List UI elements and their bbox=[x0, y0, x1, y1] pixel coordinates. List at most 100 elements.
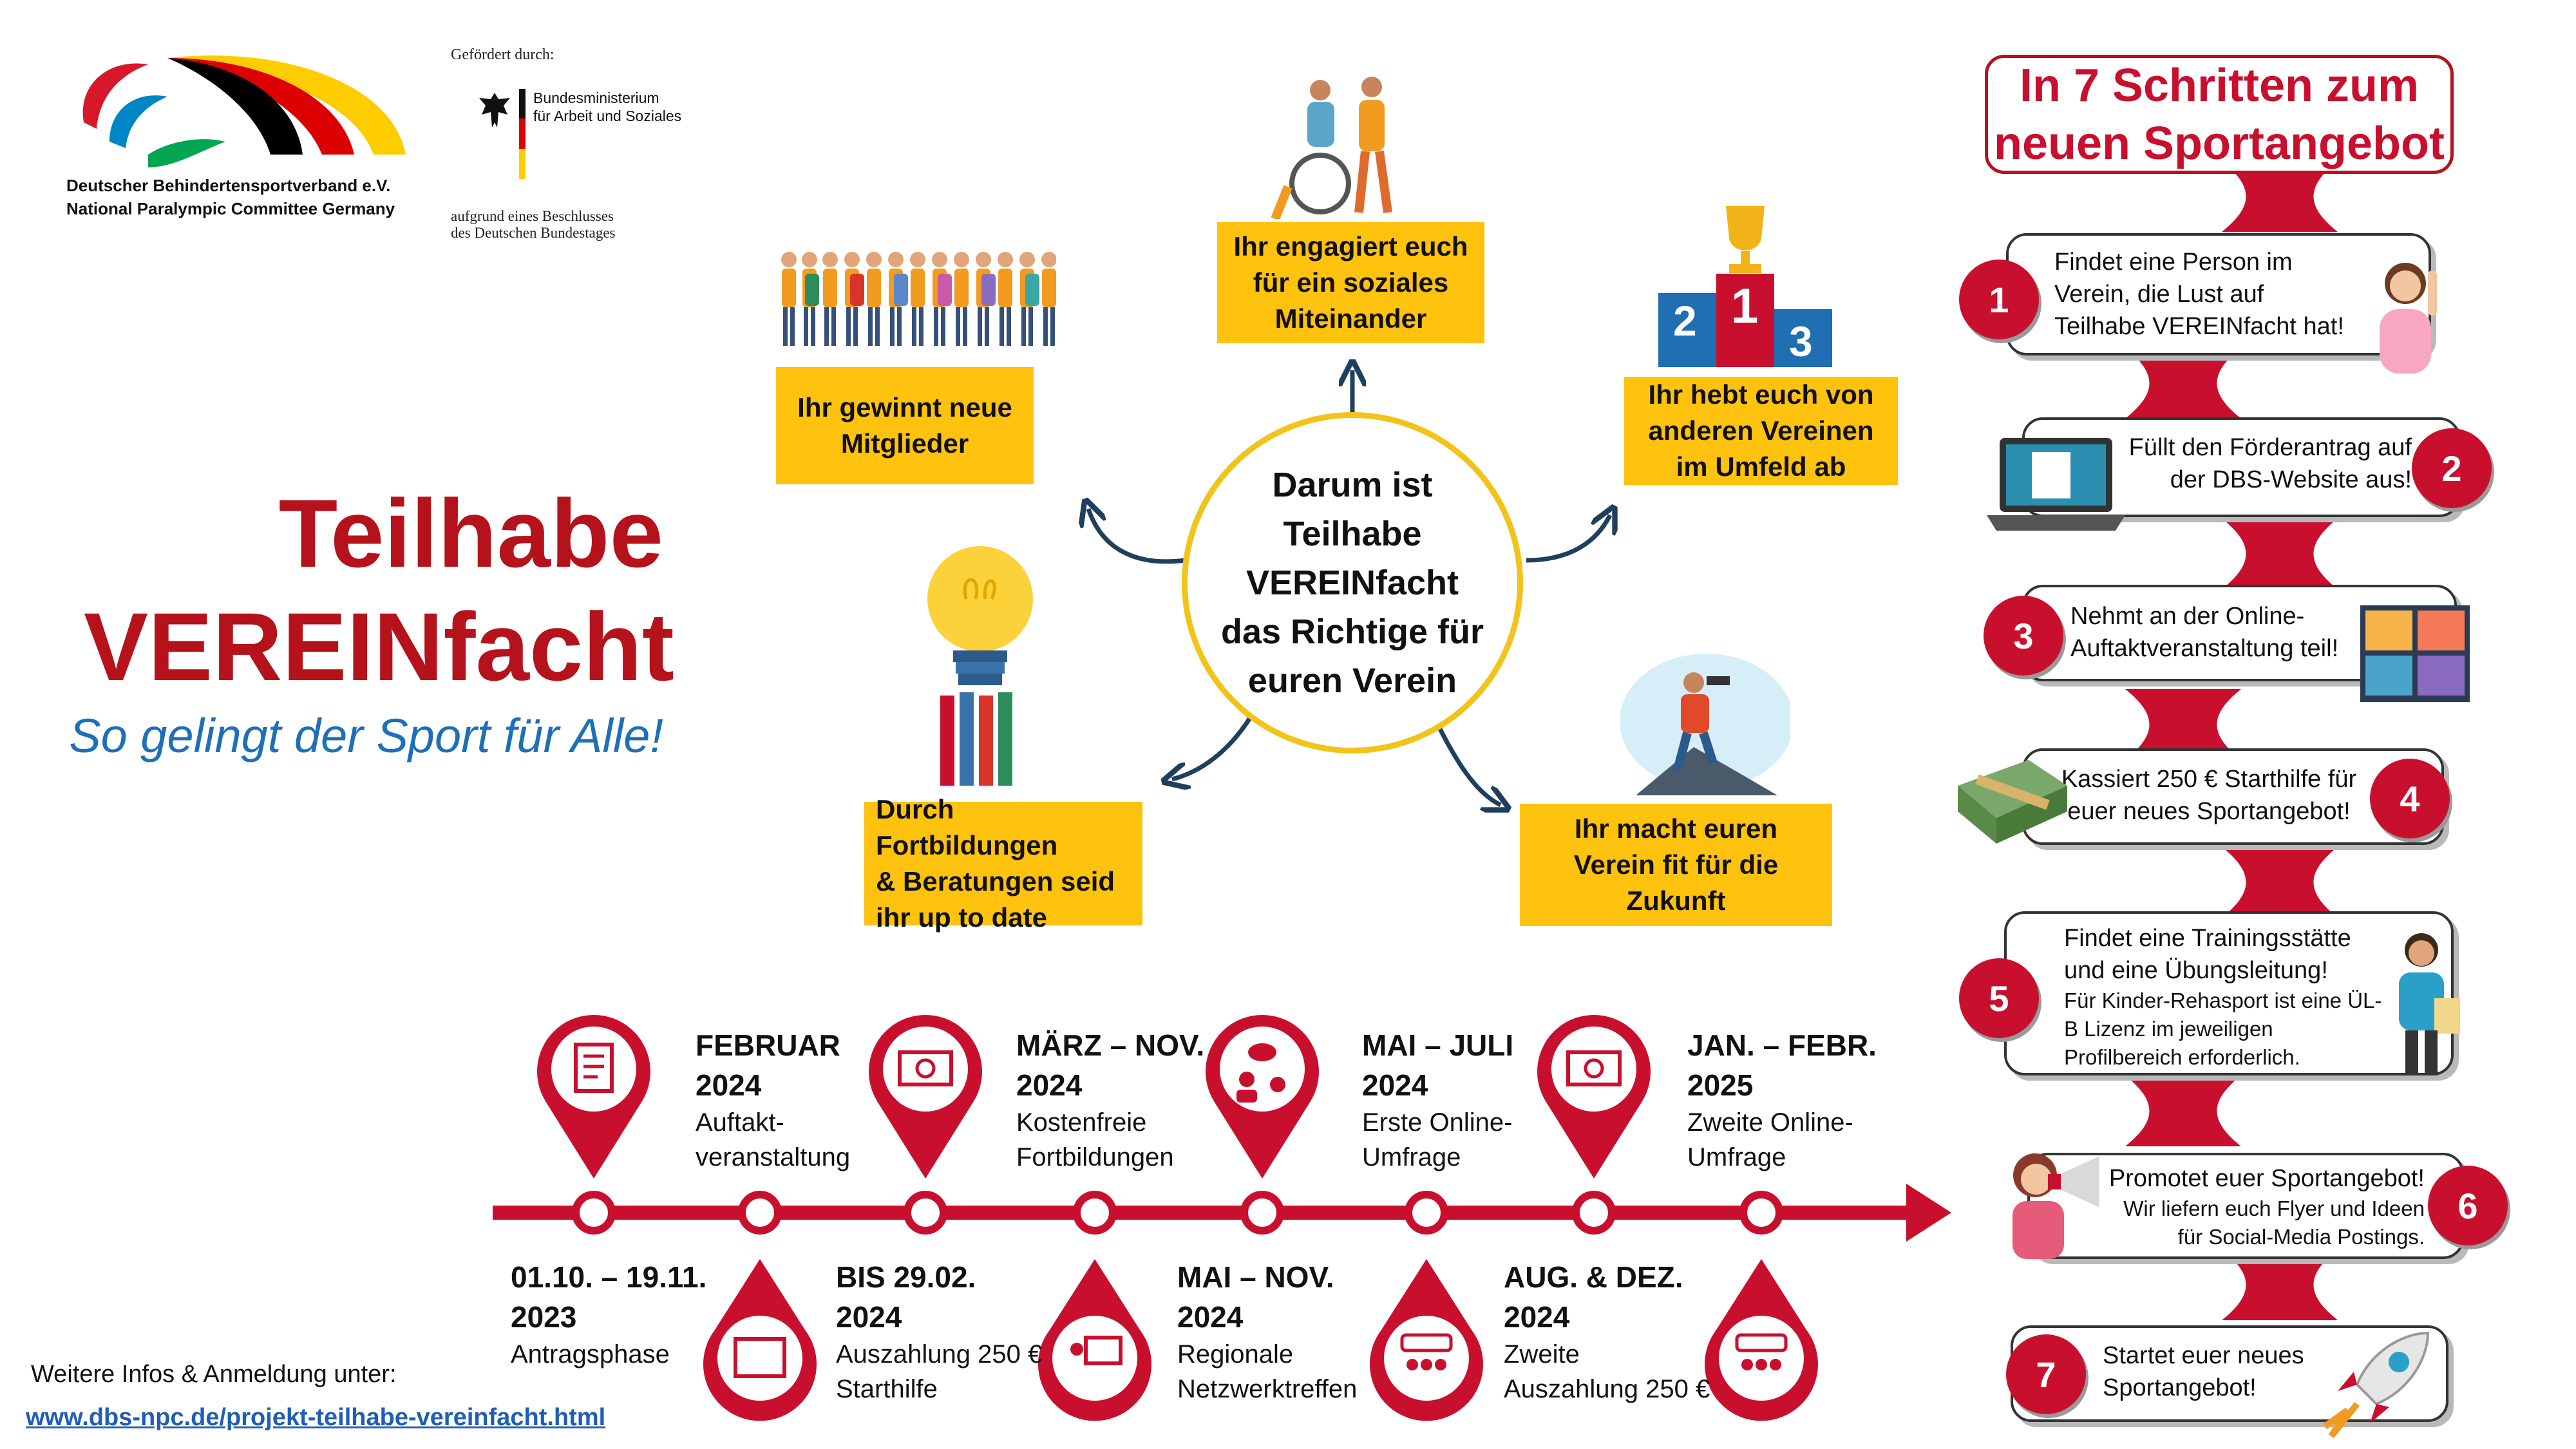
event-year: 2024 bbox=[696, 1068, 762, 1102]
steps-title-line2: neuen Sportangebot bbox=[1994, 117, 2445, 169]
page-subtitle: So gelingt der Sport für Alle! bbox=[69, 709, 663, 762]
arrow-upper-right bbox=[1526, 515, 1610, 563]
event-year: 2025 bbox=[1687, 1068, 1754, 1102]
title-line1: Teilhabe bbox=[278, 479, 663, 587]
step-2-number: 2 bbox=[2412, 428, 2492, 508]
benefit-3-line3: im Umfeld ab bbox=[1676, 451, 1846, 482]
rocket-icon bbox=[2318, 1320, 2441, 1443]
drop-presentation bbox=[1038, 1259, 1151, 1421]
dbs-logo bbox=[71, 45, 412, 167]
step-4-number: 4 bbox=[2370, 759, 2450, 838]
step-7-text: Startet euer neues Sportangebot! bbox=[2103, 1340, 2304, 1404]
step-7-number: 7 bbox=[2006, 1334, 2086, 1414]
event-year: 2024 bbox=[1177, 1300, 1244, 1334]
step-5-line2: und eine Übungsleitung! bbox=[2064, 957, 2328, 984]
benefit-social-engagement: Ihr engagiert euch für ein soziales Mite… bbox=[1217, 222, 1484, 343]
benefit-4-line2: & Beratungen seid bbox=[876, 866, 1115, 896]
footer-label: Weitere Infos & Anmeldung unter: bbox=[31, 1361, 397, 1388]
wheelchair-illustration bbox=[1269, 71, 1417, 221]
center-line4: das Richtige für bbox=[1220, 612, 1484, 651]
event-desc: Umfrage bbox=[1362, 1143, 1461, 1171]
pin-money-2 bbox=[1537, 1014, 1651, 1179]
pin-chat bbox=[1206, 1014, 1319, 1179]
benefit-5-line1: Ihr macht euren bbox=[1574, 813, 1778, 844]
benefit-3-line2: anderen Vereinen bbox=[1648, 415, 1874, 446]
step-4-line2: euer neues Sportangebot! bbox=[2067, 798, 2351, 825]
step-2-line2: der DBS-Website aus! bbox=[2170, 466, 2412, 493]
event-date: MAI – NOV. bbox=[1177, 1260, 1334, 1294]
event-date: MAI – JULI bbox=[1362, 1028, 1514, 1062]
step-6-card bbox=[2027, 1153, 2464, 1259]
people-group-illustration bbox=[779, 248, 1057, 361]
timeline-event-survey-1: MAI – JULI 2024 Erste Online- Umfrage bbox=[1362, 1025, 1513, 1175]
pin-money bbox=[869, 1014, 982, 1179]
event-year: 2023 bbox=[511, 1300, 577, 1334]
event-desc: Umfrage bbox=[1687, 1143, 1786, 1171]
step-5-note3: Profilbereich erforderlich. bbox=[2064, 1045, 2300, 1069]
money-stack-icon bbox=[1951, 747, 2074, 850]
benefit-5-line3: Zukunft bbox=[1626, 886, 1726, 916]
event-desc: Fortbildungen bbox=[1016, 1143, 1174, 1171]
step-7-line2: Sportangebot! bbox=[2103, 1374, 2257, 1401]
step-5-number: 5 bbox=[1959, 958, 2039, 1038]
step-1-number: 1 bbox=[1959, 260, 2039, 339]
benefit-2-line3: Miteinander bbox=[1274, 303, 1427, 334]
step-2-text: Füllt den Förderantrag auf der DBS-Websi… bbox=[2109, 431, 2412, 496]
german-flag-stripe bbox=[519, 89, 526, 179]
benefit-up-to-date: Durch Fortbildungen & Beratungen seid ih… bbox=[864, 794, 1142, 933]
step-1-line3: Teilhabe VEREINfacht hat! bbox=[2054, 313, 2344, 340]
step-5-note1: Für Kinder-Rehasport ist eine ÜL- bbox=[2064, 989, 2382, 1012]
step-1-text: Findet eine Person im Verein, die Lust a… bbox=[2054, 246, 2344, 343]
ministry-name-line2: für Arbeit und Soziales bbox=[533, 108, 682, 124]
step-6-text: Promotet euer Sportangebot! Wir liefern … bbox=[2087, 1162, 2425, 1251]
center-line5: euren Verein bbox=[1247, 661, 1457, 700]
step-6-number: 6 bbox=[2428, 1166, 2508, 1245]
title-line2: VEREINfacht bbox=[84, 592, 674, 701]
project-link[interactable]: www.dbs-npc.de/projekt-teilhabe-vereinfa… bbox=[26, 1404, 606, 1431]
step-1-card bbox=[2006, 233, 2431, 355]
event-date: MÄRZ – NOV. bbox=[1016, 1028, 1205, 1062]
event-desc: Auszahlung 250 € bbox=[1504, 1375, 1710, 1403]
megaphone-woman-icon bbox=[1996, 1137, 2119, 1259]
center-circle: Darum ist Teilhabe VEREINfacht das Richt… bbox=[1182, 412, 1523, 753]
benefit-future-ready: Ihr macht euren Verein fit für die Zukun… bbox=[1520, 804, 1832, 926]
benefit-4-line1: Durch Fortbildungen bbox=[876, 794, 1058, 860]
step-6-line3: für Social-Media Postings. bbox=[2177, 1225, 2425, 1249]
resolution-line1: aufgrund eines Beschlusses bbox=[451, 208, 614, 224]
event-year: 2024 bbox=[836, 1300, 902, 1334]
podium-illustration bbox=[1658, 200, 1832, 367]
step-2-line1: Füllt den Förderantrag auf bbox=[2128, 434, 2412, 461]
benefit-new-members: Ihr gewinnt neue Mitglieder bbox=[776, 367, 1034, 484]
step-3-number: 3 bbox=[1984, 596, 2063, 676]
center-line3: VEREINfacht bbox=[1245, 564, 1459, 602]
org-name-line2: National Paralympic Committee Germany bbox=[66, 199, 395, 218]
ministry-name-line1: Bundesministerium bbox=[533, 90, 659, 106]
event-desc: Auftakt- bbox=[696, 1108, 784, 1137]
drop-video-meeting bbox=[703, 1259, 817, 1421]
step-6-line2: Wir liefern euch Flyer und Ideen bbox=[2123, 1197, 2425, 1220]
timeline-arrowhead bbox=[1906, 1184, 1951, 1242]
steps-connector bbox=[2125, 161, 2338, 1320]
step-1-line1: Findet eine Person im bbox=[2054, 249, 2293, 276]
benefit-stand-out: Ihr hebt euch von anderen Vereinen im Um… bbox=[1624, 377, 1898, 485]
timeline-event-kickoff: FEBRUAR 2024 Auftakt- veranstaltung bbox=[696, 1025, 850, 1175]
funded-by-label: Gefördert durch: bbox=[451, 46, 554, 63]
event-desc: Netzwerktreffen bbox=[1177, 1375, 1358, 1403]
event-desc: Auszahlung 250 € bbox=[836, 1340, 1043, 1368]
video-call-icon bbox=[2360, 605, 2470, 702]
drop-rating-group-2 bbox=[1705, 1259, 1818, 1421]
lightbulb-illustration bbox=[921, 541, 1034, 795]
timeline-event-payout-1: BIS 29.02. 2024 Auszahlung 250 € Starthi… bbox=[836, 1257, 1042, 1406]
event-date: FEBRUAR bbox=[696, 1028, 840, 1062]
timeline-event-application: 01.10. – 19.11. 2023 Antragsphase bbox=[511, 1257, 706, 1372]
arrow-upper-left bbox=[1088, 509, 1186, 564]
mountain-lookout-illustration bbox=[1616, 650, 1794, 795]
event-year: 2024 bbox=[1016, 1068, 1083, 1102]
timeline-event-payout-2: AUG. & DEZ. 2024 Zweite Auszahlung 250 € bbox=[1504, 1257, 1710, 1406]
step-5-note2: B Lizenz im jeweiligen bbox=[2064, 1017, 2273, 1041]
step-4-text: Kassiert 250 € Starthilfe für euer neues… bbox=[2058, 763, 2360, 828]
event-desc: Zweite Online- bbox=[1687, 1108, 1853, 1137]
event-desc: veranstaltung bbox=[696, 1143, 851, 1171]
center-line2: Teilhabe bbox=[1283, 515, 1422, 553]
event-desc: Regionale bbox=[1177, 1340, 1294, 1368]
